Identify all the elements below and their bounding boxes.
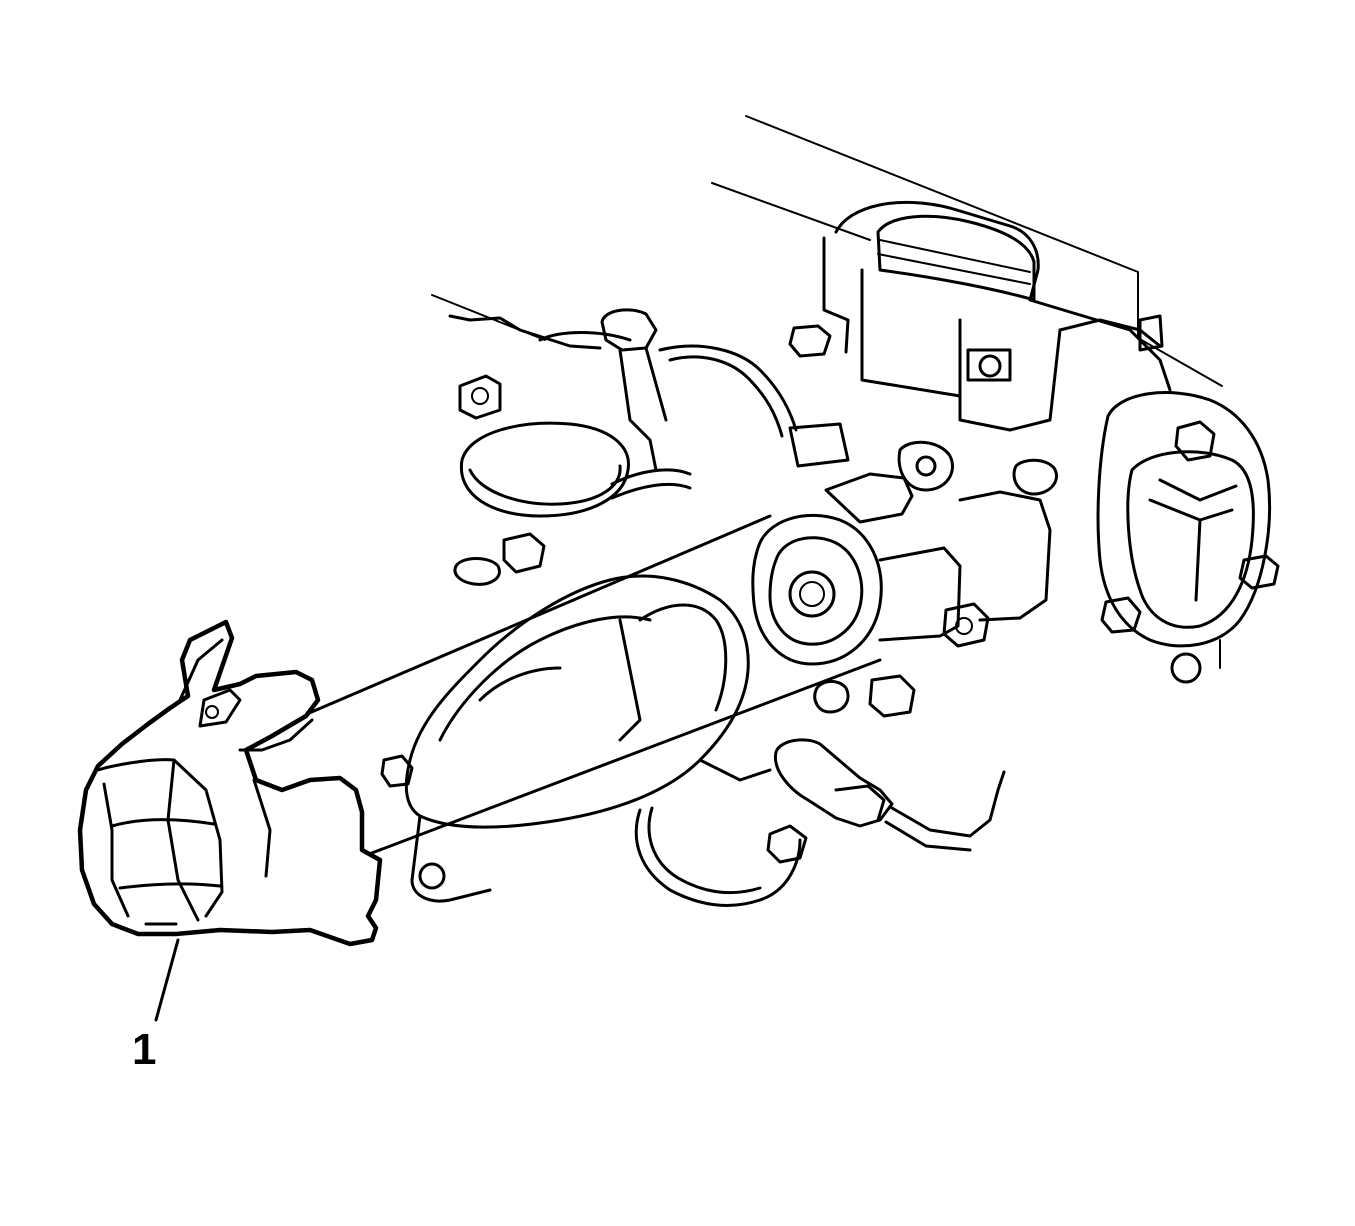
callout-1-leader (154, 938, 180, 1022)
left-cap-and-bolts (453, 374, 630, 586)
callout-number-1: 1 (132, 1025, 157, 1074)
oxygen-sensor-harness (634, 738, 1006, 907)
idler-pulley (751, 490, 1052, 718)
exhaust-manifold (380, 574, 772, 903)
vacuum-hoses-and-sensors (600, 308, 1058, 524)
engine-block (448, 200, 1172, 432)
throttle-body (1096, 391, 1280, 684)
diagonal-bracket-lines (244, 514, 882, 858)
exhaust-manifold-heat-shield (77, 619, 383, 947)
